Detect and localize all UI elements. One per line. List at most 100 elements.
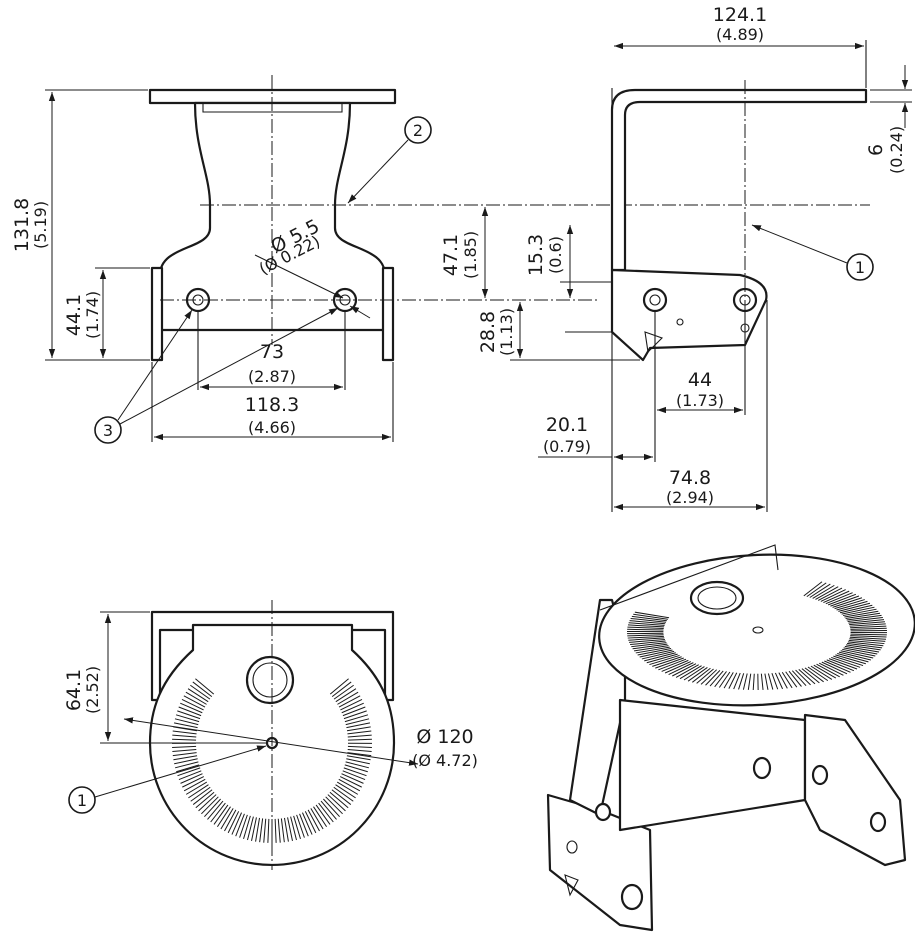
dial-tick — [627, 624, 665, 628]
dial-tick — [828, 658, 858, 670]
dial-tick — [313, 806, 328, 828]
dial-tick — [767, 673, 774, 690]
dial-tick — [251, 817, 257, 841]
dial-tick — [696, 668, 714, 684]
dial-tick — [633, 613, 668, 620]
dial-tick — [817, 587, 843, 601]
dial-tick — [723, 672, 734, 689]
dial-tick — [840, 650, 874, 659]
dial-tick — [839, 604, 873, 614]
dial-tick — [848, 639, 885, 645]
dial-tick — [813, 664, 837, 679]
dial-tick — [831, 656, 861, 668]
dial-tick — [733, 672, 741, 690]
dial-tick — [847, 641, 884, 647]
dial-tick — [267, 818, 270, 843]
dial-tick — [315, 804, 331, 825]
dial-tick — [341, 773, 364, 784]
dial-tick — [293, 815, 301, 840]
dial-tick — [180, 702, 203, 714]
dial-tick — [849, 638, 886, 642]
dial-tick — [771, 673, 779, 690]
dial-tick — [827, 593, 857, 606]
dial-tick — [287, 817, 293, 841]
logo-emblem-bottom — [245, 655, 295, 705]
dial-tick — [764, 673, 769, 690]
dial-tick — [672, 663, 697, 677]
dial-tick — [290, 816, 297, 841]
dial-tick — [259, 818, 264, 843]
dial-tick — [838, 602, 871, 612]
dial-tick — [845, 612, 881, 620]
dim-offset-x: 20.1 — [546, 414, 588, 436]
dial-tick — [850, 625, 887, 629]
dial-tick — [806, 582, 827, 598]
dial-tick — [188, 784, 209, 799]
bottom-view: 64.1 (2.52) Ø 120 (Ø 4.72) 1 — [63, 600, 478, 870]
dial-tick — [798, 668, 816, 685]
dial-tick — [834, 599, 865, 610]
dial-tick — [628, 637, 665, 641]
dim-offset-upper: 15.3 — [525, 234, 547, 276]
dial-tick — [190, 786, 211, 802]
dial-tick — [627, 626, 664, 629]
dial-tick — [810, 665, 833, 680]
dial-tick — [849, 621, 885, 626]
dial-tick — [637, 648, 672, 656]
dial-tick — [336, 781, 359, 795]
dial-tick — [176, 764, 200, 773]
dim-axis-height-in: (1.85) — [461, 231, 480, 279]
dial-tick — [781, 671, 793, 689]
dial-tick — [630, 640, 666, 646]
dial-tick — [192, 681, 213, 697]
dial-tick — [195, 791, 215, 809]
dim-length-overall: 124.1 — [713, 4, 767, 26]
dial-tick — [338, 778, 361, 792]
dial-tick — [824, 660, 851, 673]
dial-tick — [627, 634, 664, 637]
dial-tick — [668, 662, 694, 675]
iso-dial-scale — [627, 581, 887, 691]
dial-tick — [302, 812, 313, 835]
callout-2: 2 — [413, 121, 423, 140]
dial-tick — [335, 688, 357, 703]
dial-tick — [331, 681, 352, 697]
dial-tick — [277, 818, 281, 843]
dial-tick — [220, 808, 234, 830]
dial-tick — [183, 778, 206, 792]
dial-tick — [635, 646, 670, 654]
dial-tick — [185, 781, 208, 795]
dim-height-lower: 44.1 — [63, 294, 85, 336]
dim-side-hole-spacing: 44 — [688, 369, 712, 391]
dial-tick — [700, 669, 718, 685]
logo-emblem-iso — [689, 580, 745, 616]
dial-tick — [335, 784, 356, 799]
dial-tick — [339, 776, 362, 788]
dial-tick — [183, 695, 206, 708]
dial-tick — [847, 616, 883, 623]
dial-tick — [832, 597, 863, 608]
dial-tick — [181, 698, 204, 711]
dim-width-overall-in: (4.66) — [248, 418, 296, 437]
dial-tick — [820, 589, 846, 602]
dial-tick — [323, 798, 340, 818]
dial-tick — [296, 814, 305, 838]
dial-tick — [833, 655, 864, 667]
dim-bracket-length: 74.8 — [669, 467, 711, 489]
dial-tick — [631, 642, 667, 648]
dial-tick — [841, 606, 875, 615]
dial-tick — [343, 767, 367, 777]
dial-tick — [178, 770, 202, 781]
dial-tick — [826, 659, 855, 672]
dial-tick — [310, 808, 324, 830]
dial-tick — [629, 638, 665, 643]
dial-tick — [692, 667, 711, 683]
dial-tick — [850, 633, 887, 636]
dial-tick — [340, 698, 363, 711]
dial-tick — [778, 672, 788, 689]
dial-tick — [848, 619, 885, 624]
dim-plate-thickness: 6 — [865, 144, 887, 156]
dial-tick — [344, 764, 368, 773]
dial-tick — [846, 642, 883, 649]
dial-tick — [823, 590, 850, 604]
